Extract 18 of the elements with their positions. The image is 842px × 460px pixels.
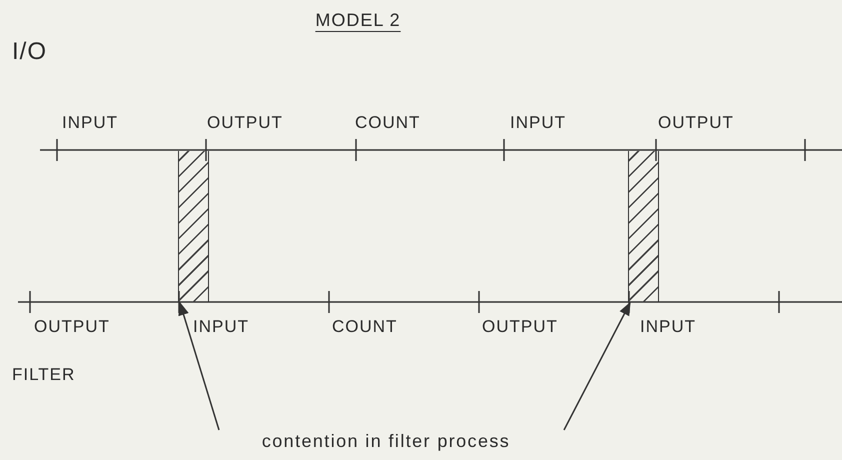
row-label: FILTER — [12, 366, 76, 383]
phase-label: OUTPUT — [207, 114, 283, 131]
hatched-bar — [628, 151, 659, 302]
annotation-text: contention in filter process — [200, 430, 572, 452]
phase-label: INPUT — [193, 318, 249, 335]
phase-label: INPUT — [62, 114, 118, 131]
hatched-bar — [178, 151, 209, 302]
arrow — [178, 302, 220, 430]
phase-label: COUNT — [332, 318, 398, 335]
phase-label: COUNT — [355, 114, 420, 131]
phase-label: INPUT — [510, 114, 566, 131]
diagram-title: MODEL 2 — [315, 10, 401, 31]
phase-label: INPUT — [640, 318, 696, 335]
phase-label: OUTPUT — [34, 318, 110, 335]
arrow — [563, 302, 631, 430]
row-label: I/O — [12, 40, 48, 64]
phase-label: OUTPUT — [482, 318, 558, 335]
phase-label: OUTPUT — [658, 114, 734, 131]
